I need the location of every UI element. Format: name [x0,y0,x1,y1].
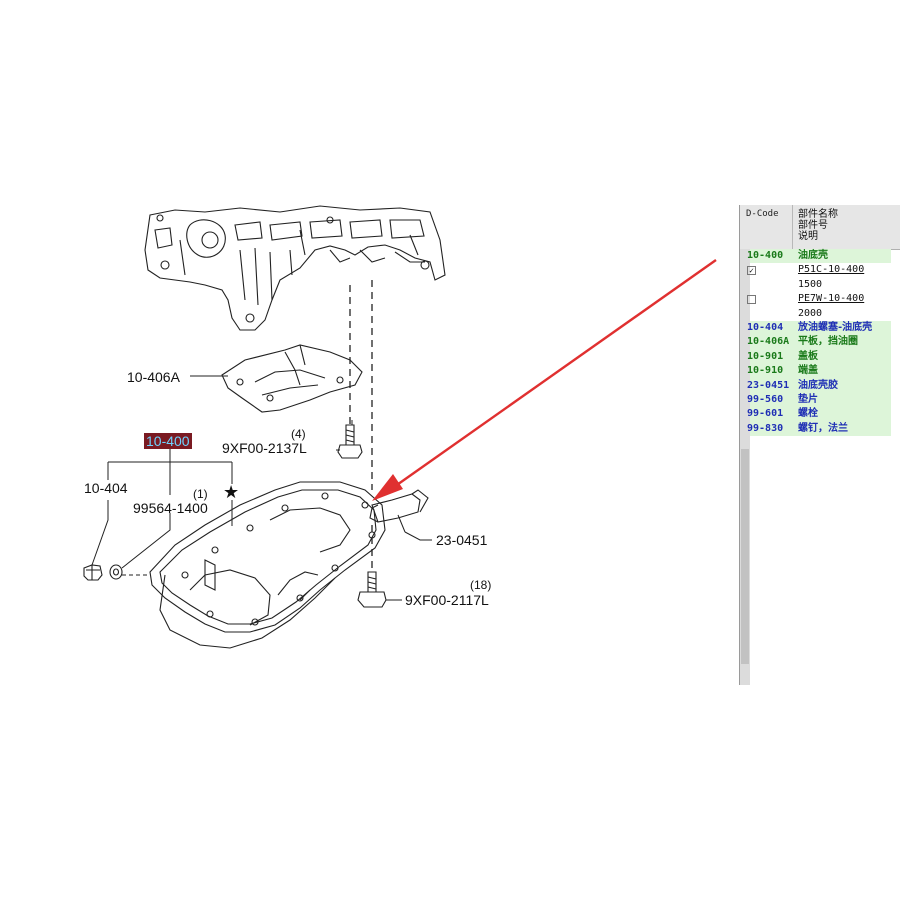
part-name: 垫片 [798,393,818,405]
callout-bolt-lower: 9XF00-2117L [405,592,489,608]
part-code: 23-0451 [747,379,790,391]
part-name: 油底壳胶 [798,379,838,391]
part-code: 10-400 [747,250,784,261]
part-code: 99-560 [747,393,784,405]
part-code: 10-404 [747,321,784,333]
parts-list-panel: D-Code 部件名称 部件号 说明 10-400 油底壳 ✓ P51C-10-… [739,205,900,685]
baffle-plate [221,344,363,413]
bolt-upper [337,424,363,459]
callout-baffle-plate: 10-406A [127,369,180,385]
part-name: 放油螺塞-油底壳 [798,321,873,333]
callout-bolt-upper-qty: (4) [291,427,306,441]
diagram-drawing [83,205,717,649]
variant-year: 1500 [798,278,823,290]
part-name: 螺栓 [798,408,818,420]
part-row[interactable]: 99-830 螺钉，法兰 [747,421,891,437]
header-name-column: 部件名称 部件号 说明 [798,209,894,242]
callout-drain-plug: 10-404 [84,480,128,496]
variant-row[interactable]: ✓ P51C-10-400 [747,263,891,278]
callout-washer-qty: (1) [193,487,208,501]
drain-plug-and-washer [83,564,150,581]
header-divider [792,205,793,249]
header-name-line: 部件号 [798,220,828,231]
header-name-line: 说明 [798,231,818,242]
part-row[interactable]: 10-910 端盖 [747,364,891,379]
part-row[interactable]: 99-560 垫片 [747,392,891,408]
part-row[interactable]: 10-406A 平板，挡油圈 [747,335,891,350]
variant-year-row: 1500 [750,277,891,293]
callout-sealant: 23-0451 [436,532,488,548]
header-name-line: 部件名称 [798,209,838,220]
part-row[interactable]: 10-404 放油螺塞-油底壳 [747,320,891,336]
part-code: 99-830 [747,422,784,434]
part-name: 平板，挡油圈 [798,336,858,348]
header-code-label: D-Code [746,209,779,219]
star-marker-icon: ★ [223,482,240,502]
engine-block [144,205,446,331]
part-name: 盖板 [798,350,818,362]
leader-lines [91,375,432,601]
callout-washer: 99564-1400 [133,500,208,516]
variant-year-row: 2000 [750,306,891,321]
part-name: 油底壳 [798,250,828,261]
callout-bolt-upper: 9XF00-2137L [222,440,307,456]
variant-year: 2000 [798,307,823,319]
variant-checkbox[interactable] [747,295,756,305]
parts-list-rows: 10-400 油底壳 ✓ P51C-10-400 1500 PE7W-10-40… [747,249,891,437]
variant-row[interactable]: PE7W-10-400 [747,292,891,307]
variant-part-number[interactable]: PE7W-10-400 [798,293,865,305]
part-row[interactable]: 10-400 油底壳 [747,249,891,264]
bolt-lower [357,571,387,608]
part-row[interactable]: 23-0451 油底壳胶 [747,378,891,393]
exploded-parts-diagram: 10-400 10-406A 10-404 99564-1400 (1) 9XF… [83,205,717,649]
scrollbar-thumb[interactable] [741,449,749,664]
part-row[interactable]: 99-601 螺栓 [747,407,891,422]
variant-checkbox[interactable]: ✓ [747,266,756,276]
callout-bolt-lower-qty: (18) [470,578,492,592]
part-code: 10-406A [747,336,790,348]
alignment-lines [349,280,373,570]
part-row[interactable]: 10-901 盖板 [747,349,891,365]
red-pointer-arrow [372,259,717,501]
parts-list-header: D-Code 部件名称 部件号 说明 [740,205,900,250]
callout-oil-pan-highlight: 10-400 [144,433,192,449]
vertical-scrollbar[interactable] [740,249,750,685]
oil-pan [149,481,386,649]
part-code: 10-901 [747,350,784,362]
part-code: 10-910 [747,365,784,377]
part-name: 端盖 [798,365,818,377]
part-code: 99-601 [747,408,784,420]
variant-part-number[interactable]: P51C-10-400 [798,264,865,276]
sealant-tube [369,489,429,523]
part-name: 螺钉，法兰 [798,422,848,434]
